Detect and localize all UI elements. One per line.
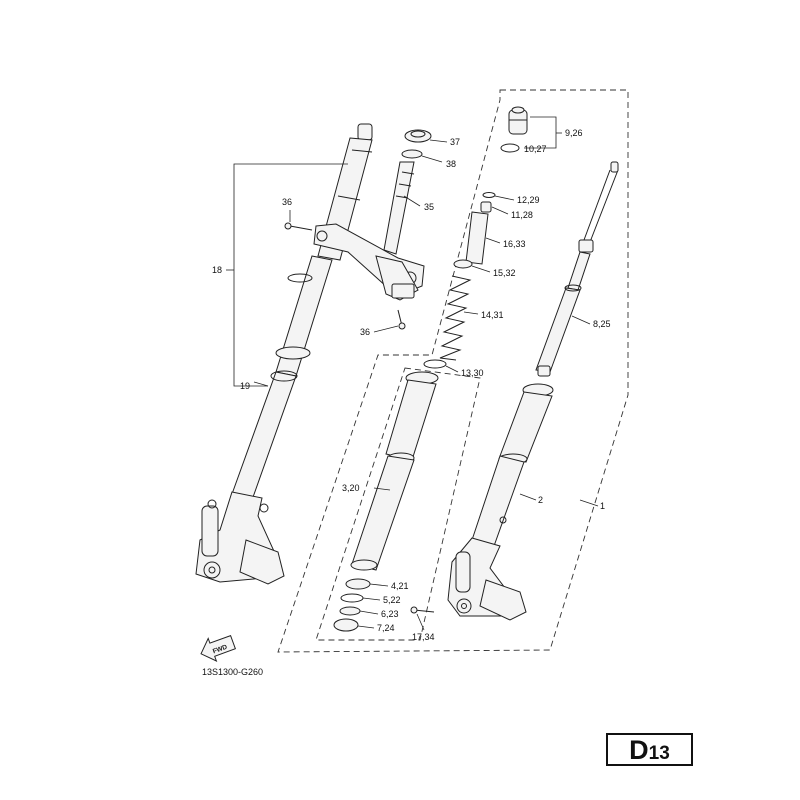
circlip bbox=[482, 192, 496, 198]
damper-rod bbox=[535, 161, 619, 377]
callout-37: 37 bbox=[450, 137, 460, 147]
callout-3-20: 3,20 bbox=[342, 483, 360, 493]
bolt-17 bbox=[410, 606, 435, 614]
callout-6-23: 6,23 bbox=[381, 609, 399, 619]
page-badge-number: 13 bbox=[648, 743, 670, 764]
callout-4-21: 4,21 bbox=[391, 581, 409, 591]
fwd-label: FWD bbox=[212, 644, 229, 656]
page-badge: D 13 bbox=[606, 733, 693, 766]
left-fork-assembly bbox=[195, 123, 425, 585]
callout-17-34: 17,34 bbox=[412, 632, 435, 642]
callout-35: 35 bbox=[424, 202, 434, 212]
inner-tube bbox=[350, 371, 439, 571]
bolt-36-bottom bbox=[397, 309, 406, 330]
callout-36-top: 36 bbox=[282, 197, 292, 207]
callout-16-33: 16,33 bbox=[503, 239, 526, 249]
callout-9-26: 9,26 bbox=[565, 128, 583, 138]
callout-36-bottom: 36 bbox=[360, 327, 370, 337]
callout-11-28: 11,28 bbox=[511, 210, 533, 220]
washer-6 bbox=[339, 606, 361, 616]
spacer-11 bbox=[480, 201, 492, 213]
page-badge-letter: D bbox=[629, 735, 649, 765]
callout-labels: 37 38 35 36 36 18 19 9,26 10,27 12,29 11… bbox=[212, 128, 611, 642]
fork-spring bbox=[439, 275, 472, 361]
spring-seat bbox=[453, 259, 473, 269]
callout-1: 1 bbox=[600, 501, 605, 511]
o-ring bbox=[500, 143, 520, 153]
washer-38 bbox=[401, 149, 423, 159]
callout-7-24: 7,24 bbox=[377, 623, 395, 633]
bolt-36-top bbox=[284, 222, 313, 231]
outer-assembly-outline bbox=[277, 89, 629, 653]
top-nut bbox=[404, 129, 432, 143]
oil-seal-4 bbox=[345, 578, 371, 590]
callout-13-30: 13,30 bbox=[461, 368, 484, 378]
bushing-7 bbox=[333, 618, 359, 632]
callout-8-25: 8,25 bbox=[593, 319, 611, 329]
callout-14-31: 14,31 bbox=[481, 310, 504, 320]
leader-lines bbox=[226, 116, 599, 631]
callout-19: 19 bbox=[240, 381, 250, 391]
clip-5 bbox=[340, 593, 364, 603]
callout-10-27: 10,27 bbox=[524, 144, 547, 154]
callout-18: 18 bbox=[212, 265, 222, 275]
inner-assembly-outline bbox=[315, 367, 481, 641]
collar-16 bbox=[465, 211, 489, 265]
forward-direction-arrow: FWD bbox=[200, 634, 237, 662]
callout-2: 2 bbox=[538, 495, 543, 505]
outer-tube bbox=[447, 383, 554, 621]
callout-38: 38 bbox=[446, 159, 456, 169]
drawing-code: 13S1300-G260 bbox=[202, 667, 263, 677]
callout-12-29: 12,29 bbox=[517, 195, 540, 205]
callout-15-32: 15,32 bbox=[493, 268, 516, 278]
washer-13 bbox=[423, 359, 447, 369]
callout-5-22: 5,22 bbox=[383, 595, 401, 605]
cap-bolt bbox=[508, 106, 528, 135]
